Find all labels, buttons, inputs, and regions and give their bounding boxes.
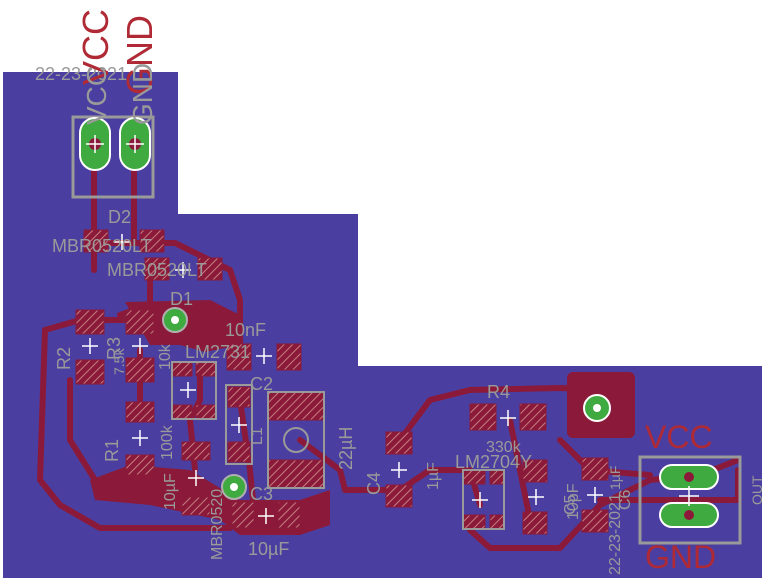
- origin-marks: [82, 234, 603, 524]
- r4-value-label: 330k: [486, 439, 522, 456]
- output-vcc-label: VCC: [645, 419, 713, 455]
- input-connector: [71, 115, 155, 199]
- c5-label: C5: [562, 494, 579, 515]
- date-label-top: 22-23-2021: [35, 64, 127, 84]
- part-outlines: [171, 361, 505, 530]
- lm-label: LM2731: [185, 342, 250, 362]
- d2-part-label: MBR0520LT: [52, 236, 152, 256]
- r1-label: R1: [102, 439, 122, 462]
- c3-value-label: 10µF: [248, 539, 289, 559]
- c6-label: C6: [617, 489, 634, 510]
- d2-label: D2: [108, 207, 131, 227]
- r3-label: R3: [104, 337, 124, 360]
- smd-pads: [75, 229, 609, 535]
- c3-label: C3: [250, 484, 273, 504]
- input-vcc-label: VCC: [75, 9, 116, 85]
- output-connector: [638, 455, 742, 545]
- vias: [162, 307, 611, 500]
- c4-value-label: 1µF: [425, 462, 442, 490]
- c2-label: C2: [250, 374, 273, 394]
- r-10uf-label: 10µF: [162, 473, 179, 510]
- c5-value-label: 10pF: [565, 483, 582, 520]
- input-vcc-silk: VCC: [81, 66, 112, 125]
- date-label-right: 22-23-2021: [607, 493, 624, 575]
- l-value-label: 22µH: [336, 427, 356, 470]
- output-name-label: OUT: [749, 475, 765, 505]
- r-7k-label: 7.5k: [111, 348, 127, 375]
- d3-label: MBR0520: [209, 489, 226, 560]
- output-gnd-label: GND: [645, 539, 716, 575]
- c6-value-label: 1µF: [607, 466, 623, 490]
- cap-10nf-label: 10nF: [225, 320, 266, 340]
- u2-label: LM2704Y: [455, 452, 532, 472]
- d1-label: D1: [170, 289, 193, 309]
- r-10k-label: 10k: [157, 343, 174, 370]
- input-gnd-silk: GND: [127, 63, 158, 125]
- r4-label: R4: [487, 382, 510, 402]
- l1-label: L1: [249, 427, 266, 445]
- c4-label: C4: [364, 472, 384, 495]
- r-100k-label: 100k: [159, 424, 176, 460]
- r2-label: R2: [54, 347, 74, 370]
- input-gnd-label: GND: [119, 15, 160, 95]
- d1-part-label: MBR0520LT: [107, 260, 207, 280]
